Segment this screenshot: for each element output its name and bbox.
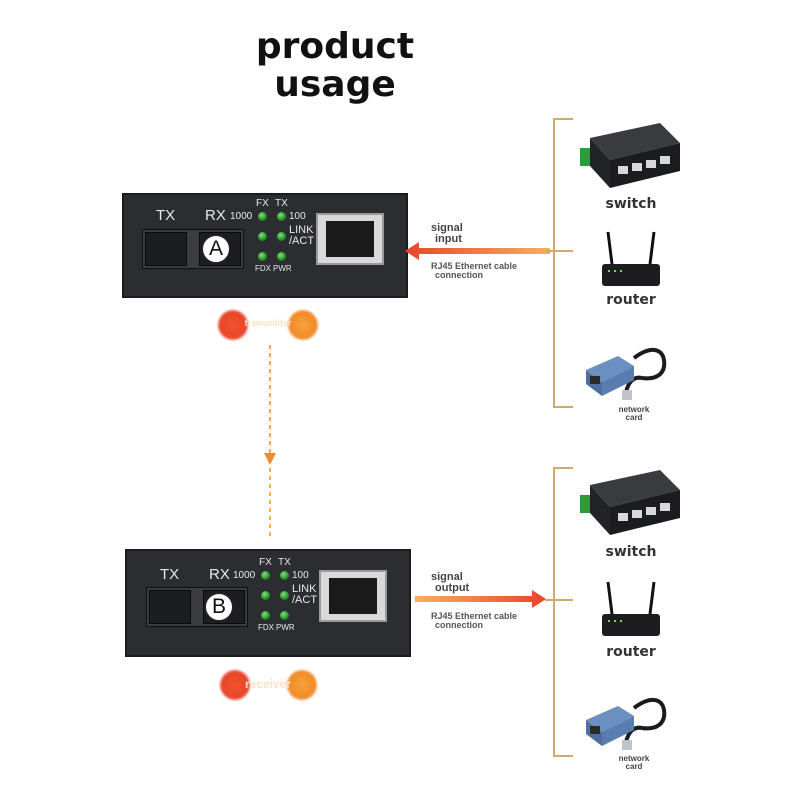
bracket-bottom-tick-1: [553, 467, 573, 469]
converter-letter-a: A: [201, 234, 231, 264]
tx-label-a: TX: [156, 207, 176, 224]
signal-output-label: signal output: [431, 572, 469, 594]
rx-label-b: RX: [209, 566, 230, 583]
bracket-top-vertical: [553, 118, 555, 408]
led-link-fx-b: [261, 591, 270, 600]
led-fx-b: [261, 571, 270, 580]
router-label-top: router: [606, 292, 656, 308]
signal-word-a: signal: [431, 222, 463, 234]
fdx-label-a: FDX: [255, 264, 271, 273]
router-icon: [602, 581, 660, 636]
speed-100-b: 100: [292, 570, 309, 581]
nic-label-top: network card: [604, 406, 664, 422]
cable-line2-b: connection: [435, 620, 484, 630]
signal-input-arrow: [405, 242, 550, 260]
cable-label-a: RJ45 Ethernet cable connection: [431, 262, 517, 280]
router-icon: [602, 231, 660, 286]
led-fx-a: [258, 212, 267, 221]
fiber-slot-tx-a: [145, 232, 187, 266]
input-word-a: input: [435, 233, 462, 245]
link-label-a: LINK: [289, 224, 314, 236]
nic-line1-bottom: network: [618, 754, 650, 763]
led-tx-b: [280, 571, 289, 580]
rj45-port-a: [316, 213, 384, 265]
cable-line2-a: connection: [435, 270, 484, 280]
act-label-b: /ACT: [292, 594, 318, 606]
signal-input-label: signal input: [431, 223, 463, 245]
tx-led-label-a: TX: [275, 198, 288, 209]
tx-label-b: TX: [160, 566, 180, 583]
led-link-tx-b: [280, 591, 289, 600]
page-title: product usage: [240, 28, 430, 104]
cable-line1-b: RJ45 Ethernet cable: [431, 611, 518, 621]
converter-letter-b: B: [204, 592, 234, 622]
fx-label-a: FX: [256, 198, 269, 209]
led-pwr-b: [280, 611, 289, 620]
led-fdx-a: [258, 252, 267, 261]
pwr-label-a: PWR: [273, 264, 292, 273]
switch-label-top: switch: [605, 196, 657, 212]
led-link-tx-a: [277, 232, 286, 241]
bracket-top-tick-3: [553, 406, 573, 408]
link-label-b: LINK: [292, 583, 317, 595]
bracket-bottom-tick-3: [553, 755, 573, 757]
router-label-bottom: router: [606, 644, 656, 660]
rx-label-a: RX: [205, 207, 226, 224]
fdx-label-b: FDX: [258, 623, 274, 632]
signal-flow-arrow: [264, 345, 276, 540]
receiver-blob-left: [220, 670, 250, 700]
network-card-icon: [586, 698, 667, 750]
network-card-icon: [586, 348, 667, 400]
bracket-top-tick-2: [545, 250, 573, 252]
switch-icon: [580, 123, 680, 188]
tx-led-label-b: TX: [278, 557, 291, 568]
receiver-label: receiver: [244, 677, 292, 691]
nic-line2-bottom: card: [625, 762, 643, 771]
bracket-top-tick-1: [553, 118, 573, 120]
receiver-blob-right: [287, 670, 317, 700]
switch-label-bottom: switch: [605, 544, 657, 560]
rj45-socket-a: [326, 221, 374, 257]
bracket-bottom-tick-2: [545, 599, 573, 601]
speed-1000-a: 1000: [230, 211, 253, 222]
led-link-fx-a: [258, 232, 267, 241]
switch-icon: [580, 470, 680, 535]
title-line-2: usage: [274, 64, 396, 105]
led-fdx-b: [261, 611, 270, 620]
rj45-socket-b: [329, 578, 377, 614]
transmitter-label: transmitter: [244, 318, 292, 328]
fx-label-b: FX: [259, 557, 272, 568]
fiber-slot-tx-b: [149, 590, 191, 624]
title-line-1: product: [255, 26, 415, 67]
nic-line1-top: network: [618, 405, 650, 414]
speed-100-a: 100: [289, 211, 306, 222]
led-tx-a: [277, 212, 286, 221]
cable-line1-a: RJ45 Ethernet cable: [431, 261, 518, 271]
transmitter-blob-right: [288, 310, 318, 340]
signal-output-arrow: [415, 590, 546, 608]
nic-label-bottom: network card: [604, 755, 664, 771]
signal-word-b: signal: [431, 571, 463, 583]
bracket-bottom-vertical: [553, 467, 555, 757]
act-label-a: /ACT: [289, 235, 315, 247]
rj45-port-b: [319, 570, 387, 622]
transmitter-blob-left: [218, 310, 248, 340]
speed-1000-b: 1000: [233, 570, 256, 581]
cable-label-b: RJ45 Ethernet cable connection: [431, 612, 517, 630]
output-word-b: output: [435, 582, 470, 594]
nic-line2-top: card: [625, 413, 643, 422]
pwr-label-b: PWR: [276, 623, 295, 632]
led-pwr-a: [277, 252, 286, 261]
